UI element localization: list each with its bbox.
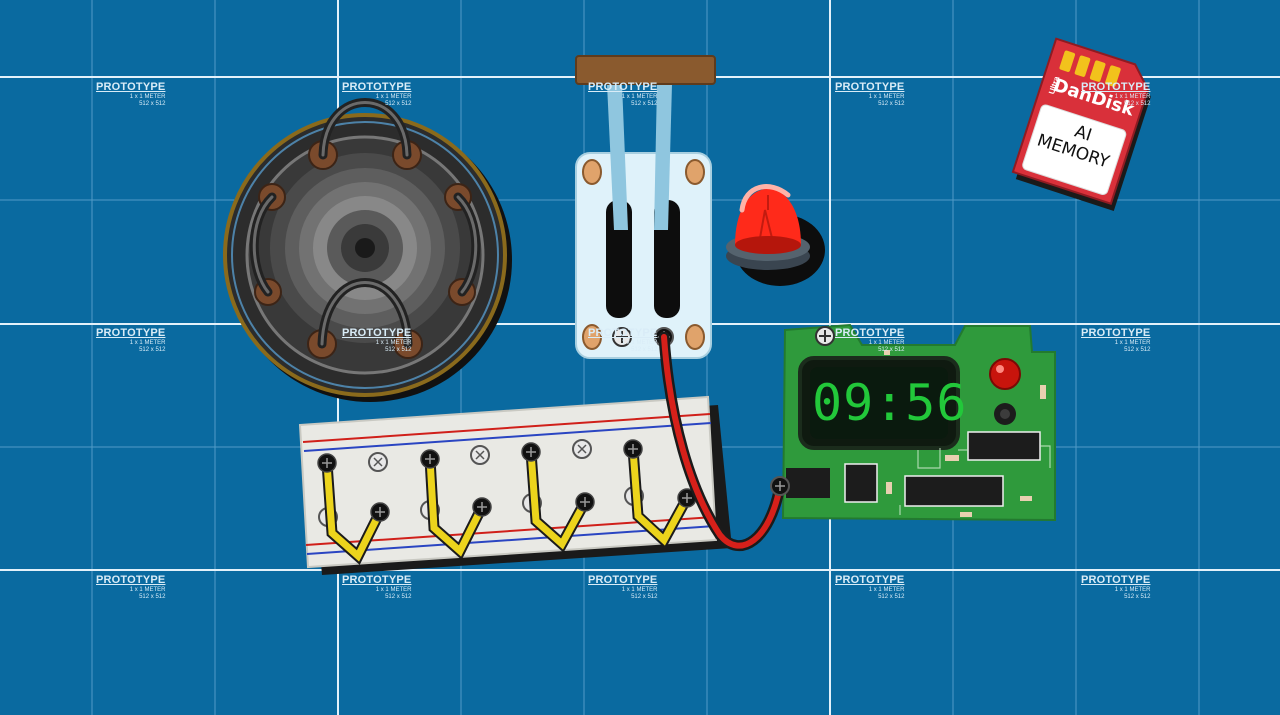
tile-label-size: 1 x 1 METER [1114, 340, 1151, 346]
tile-label-size: 1 x 1 METER [868, 94, 905, 100]
tile-label-res: 512 x 512 [139, 594, 166, 600]
tile-label-title: PROTOTYPE [835, 327, 905, 339]
tile-label-res: 512 x 512 [1124, 101, 1151, 107]
tile-label-res: 512 x 512 [631, 594, 658, 600]
power-wire[interactable] [658, 331, 790, 551]
tile-label-title: PROTOTYPE [588, 327, 658, 339]
tile-label-res: 512 x 512 [878, 101, 905, 107]
tile-label-res: 512 x 512 [878, 594, 905, 600]
tile-label-size: 1 x 1 METER [621, 94, 658, 100]
tile-label-title: PROTOTYPE [342, 81, 412, 93]
tile-label-res: 512 x 512 [1124, 594, 1151, 600]
tile-label-size: 1 x 1 METER [375, 94, 412, 100]
tile-label-title: PROTOTYPE [588, 574, 658, 586]
tile-label-title: PROTOTYPE [1081, 574, 1151, 586]
tile-label-size: 1 x 1 METER [375, 340, 412, 346]
sd-card-icon[interactable] [1011, 37, 1159, 211]
tile-label-title: PROTOTYPE [1081, 327, 1151, 339]
tile-label-size: 1 x 1 METER [375, 587, 412, 593]
breadboard-icon[interactable] [298, 395, 732, 575]
lever-switch-icon[interactable] [575, 55, 716, 359]
tile-label-title: PROTOTYPE [96, 574, 166, 586]
tile-label-size: 1 x 1 METER [621, 587, 658, 593]
tile-label-res: 512 x 512 [139, 101, 166, 107]
tile-label-res: 512 x 512 [878, 347, 905, 353]
tile-label-size: 1 x 1 METER [129, 94, 166, 100]
timer-display: 09:56 [812, 374, 968, 432]
tile-label-title: PROTOTYPE [342, 574, 412, 586]
tile-label-size: 1 x 1 METER [1114, 94, 1151, 100]
tile-label-res: 512 x 512 [631, 347, 658, 353]
tile-label-title: PROTOTYPE [835, 574, 905, 586]
tile-label-res: 512 x 512 [1124, 347, 1151, 353]
tile-label-title: PROTOTYPE [342, 327, 412, 339]
tile-label-res: 512 x 512 [385, 594, 412, 600]
motor-icon[interactable] [223, 98, 512, 403]
tile-label-title: PROTOTYPE [835, 81, 905, 93]
tile-label-res: 512 x 512 [385, 347, 412, 353]
tile-label-title: PROTOTYPE [588, 81, 658, 93]
tile-label-size: 1 x 1 METER [1114, 587, 1151, 593]
tile-label-res: 512 x 512 [139, 347, 166, 353]
tile-label-res: 512 x 512 [631, 101, 658, 107]
timer-board-icon[interactable] [781, 323, 1056, 522]
tile-label-size: 1 x 1 METER [129, 587, 166, 593]
tile-label-title: PROTOTYPE [96, 81, 166, 93]
tile-label-size: 1 x 1 METER [129, 340, 166, 346]
tile-label-size: 1 x 1 METER [621, 340, 658, 346]
alarm-beacon-icon[interactable] [726, 184, 825, 286]
tile-label-size: 1 x 1 METER [868, 340, 905, 346]
tile-label-title: PROTOTYPE [96, 327, 166, 339]
tile-label-res: 512 x 512 [385, 101, 412, 107]
tile-label-title: PROTOTYPE [1081, 81, 1151, 93]
tile-label-size: 1 x 1 METER [868, 587, 905, 593]
